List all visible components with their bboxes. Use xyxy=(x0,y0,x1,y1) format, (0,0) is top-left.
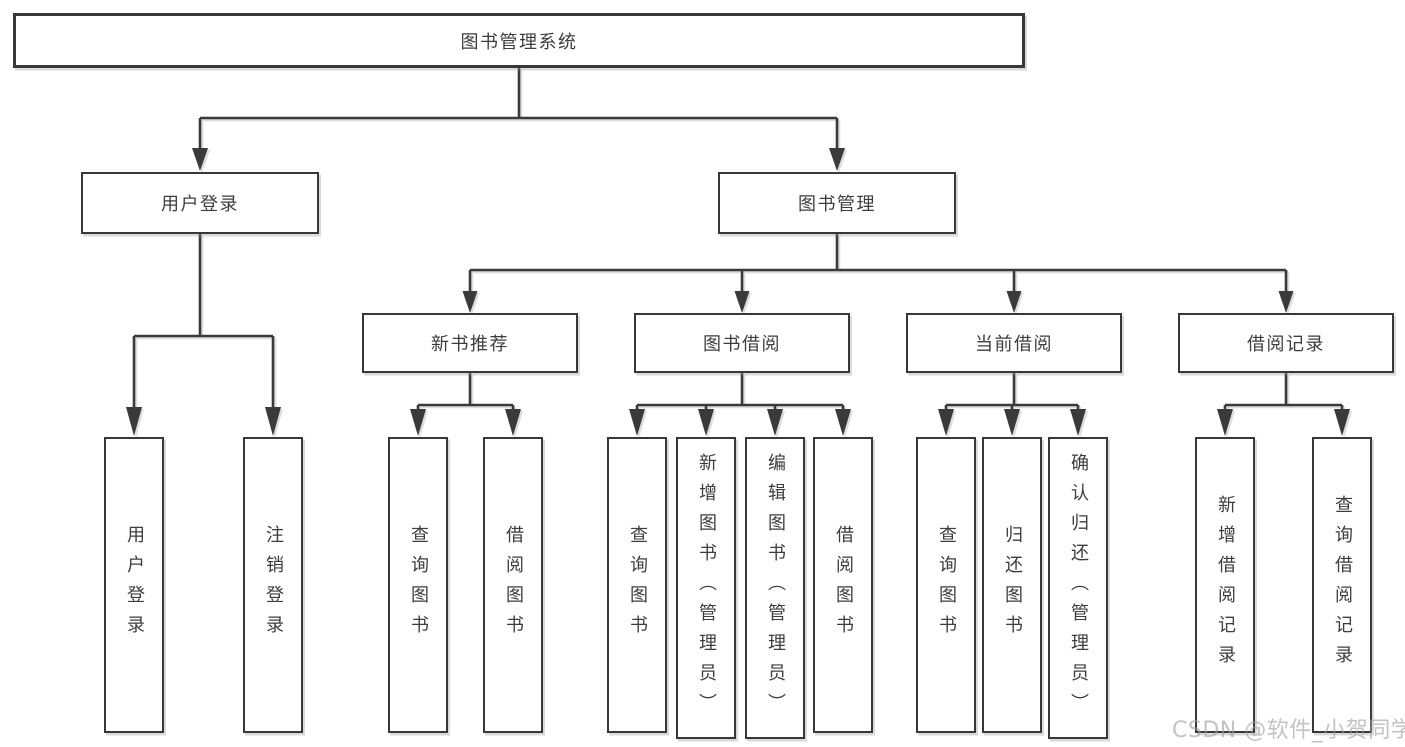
leaf-logout-label: 注销登录 xyxy=(263,525,284,645)
leaf-query-borrow-record: 查询借阅记录 xyxy=(1312,437,1372,733)
leaf-confirm-return-admin: 确认归还（管理员） xyxy=(1048,437,1108,739)
node-root-label: 图书管理系统 xyxy=(460,31,578,53)
node-borrow-record-label: 借阅记录 xyxy=(1247,334,1325,355)
leaf-query-books-borrow: 查询图书 xyxy=(607,437,667,733)
node-current-borrow-label: 当前借阅 xyxy=(975,334,1053,355)
node-user-login: 用户登录 xyxy=(81,172,319,234)
leaf-query-books-current: 查询图书 xyxy=(916,437,976,733)
connector-user-login-to-leaves xyxy=(126,234,281,436)
node-new-book-recommend-label: 新书推荐 xyxy=(431,334,509,355)
node-new-book-recommend: 新书推荐 xyxy=(362,313,578,373)
node-current-borrow: 当前借阅 xyxy=(906,313,1122,373)
leaf-edit-book-admin: 编辑图书（管理员） xyxy=(745,437,805,739)
node-borrow-record: 借阅记录 xyxy=(1178,313,1394,373)
leaf-add-book-admin-label: 新增图书（管理员） xyxy=(696,453,717,723)
leaf-query-books-current-label: 查询图书 xyxy=(936,525,957,645)
leaf-query-books-borrow-label: 查询图书 xyxy=(627,525,648,645)
leaf-add-book-admin: 新增图书（管理员） xyxy=(676,437,736,739)
connector-book-management-to-level3 xyxy=(462,234,1294,313)
leaf-return-book: 归还图书 xyxy=(982,437,1042,733)
node-book-management-label: 图书管理 xyxy=(798,194,876,215)
leaf-user-login: 用户登录 xyxy=(104,437,164,733)
watermark: CSDN @软件_小贺同学 xyxy=(1172,718,1405,743)
node-book-borrow-label: 图书借阅 xyxy=(703,334,781,355)
connector-book-borrow-to-leaves xyxy=(629,373,851,436)
node-book-management: 图书管理 xyxy=(718,172,956,234)
leaf-logout: 注销登录 xyxy=(243,437,303,733)
node-book-borrow: 图书借阅 xyxy=(634,313,850,373)
connector-borrow-record-to-leaves xyxy=(1217,373,1350,436)
leaf-add-borrow-record-label: 新增借阅记录 xyxy=(1215,495,1236,675)
leaf-query-books-recommend-label: 查询图书 xyxy=(408,525,429,645)
connector-new-book-recommend-to-leaves xyxy=(410,373,521,436)
leaf-borrow-books-recommend-label: 借阅图书 xyxy=(503,525,524,645)
connector-root-to-level2 xyxy=(192,68,845,171)
connector-current-borrow-to-leaves xyxy=(938,373,1086,436)
node-root: 图书管理系统 xyxy=(13,13,1025,68)
leaf-return-book-label: 归还图书 xyxy=(1002,525,1023,645)
leaf-user-login-label: 用户登录 xyxy=(124,525,145,645)
node-user-login-label: 用户登录 xyxy=(161,194,239,215)
leaf-borrow-books-recommend: 借阅图书 xyxy=(483,437,543,733)
leaf-confirm-return-admin-label: 确认归还（管理员） xyxy=(1068,453,1089,723)
leaf-borrow-books-label: 借阅图书 xyxy=(833,525,854,645)
leaf-query-books-recommend: 查询图书 xyxy=(388,437,448,733)
leaf-add-borrow-record: 新增借阅记录 xyxy=(1195,437,1255,733)
leaf-borrow-books: 借阅图书 xyxy=(813,437,873,733)
leaf-query-borrow-record-label: 查询借阅记录 xyxy=(1332,495,1353,675)
leaf-edit-book-admin-label: 编辑图书（管理员） xyxy=(765,453,786,723)
